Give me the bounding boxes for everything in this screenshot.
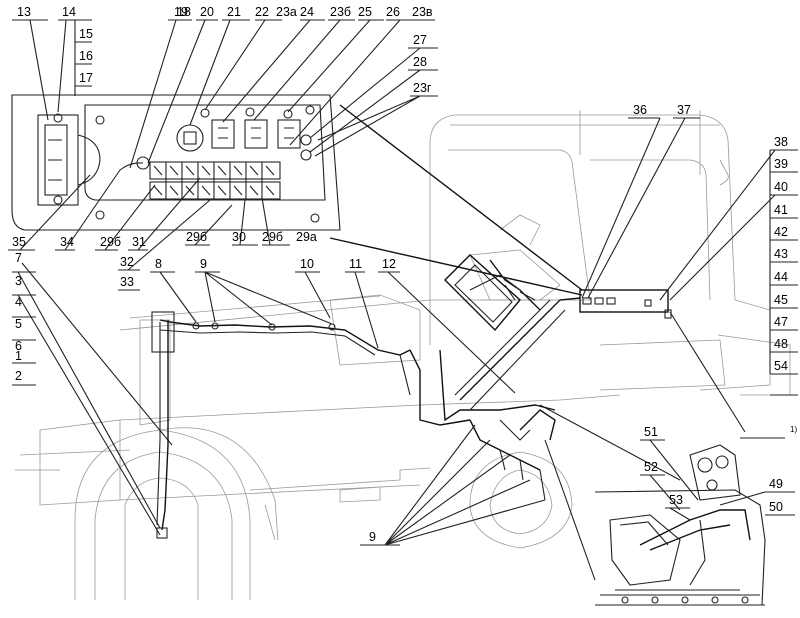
callout-label: 17: [79, 71, 93, 85]
callout-label: 29а: [296, 230, 317, 244]
callout-label: 15: [79, 27, 93, 41]
callout-label: 33: [120, 275, 134, 289]
callout-label: 30: [232, 230, 246, 244]
callout-label: 37: [677, 103, 691, 117]
callout-label: 6: [15, 339, 22, 353]
callout-label: 44: [774, 270, 788, 284]
tractor-outline: [15, 110, 791, 600]
callout-label: 13: [17, 5, 31, 19]
callout-label: 41: [774, 203, 788, 217]
callout-label: 53: [669, 493, 683, 507]
callout-label: 3: [15, 274, 22, 288]
callout-label: 32: [120, 255, 134, 269]
leader-lines: [17, 19, 776, 581]
callout-label: 36: [633, 103, 647, 117]
inset-bottom-labels: 51 52 53 49 50: [644, 425, 783, 514]
callout-label: 34: [60, 235, 74, 249]
callout-label: 24: [300, 5, 314, 19]
callout-label: 40: [774, 180, 788, 194]
callout-label: 4: [15, 295, 22, 309]
callout-label: 47: [774, 315, 788, 329]
callout-label: 10: [300, 257, 314, 271]
callout-label: 29б: [262, 230, 283, 244]
callout-label: 31: [132, 235, 146, 249]
callout-label: 16: [79, 49, 93, 63]
callout-label: 19: [174, 5, 188, 19]
callout-label: 35: [12, 235, 26, 249]
callout-label: 23б: [330, 5, 351, 19]
callout-label: 23г: [413, 81, 432, 95]
callout-label: 26: [386, 5, 400, 19]
callout-label: 8: [155, 257, 162, 271]
callout-label: 52: [644, 460, 658, 474]
callout-label: 23а: [276, 5, 297, 19]
callout-label: 25: [358, 5, 372, 19]
callout-label: 14: [62, 5, 76, 19]
callout-label: 51: [644, 425, 658, 439]
callout-label: 27: [413, 33, 427, 47]
callout-label: 21: [227, 5, 241, 19]
callout-label: 28: [413, 55, 427, 69]
callout-label: 1): [790, 425, 797, 434]
callout-label: 1: [15, 349, 22, 363]
callout-label: 2: [15, 369, 22, 383]
callout-label: 45: [774, 293, 788, 307]
wiring-harness: [151, 254, 672, 539]
callout-label: 9: [369, 530, 376, 544]
callout-label: 18: [177, 5, 191, 19]
callout-label: 9: [200, 257, 207, 271]
callout-label: 42: [774, 225, 788, 239]
callout-label: 22: [255, 5, 269, 19]
callout-label: 5: [15, 317, 22, 331]
callout-label: 11: [349, 257, 362, 271]
inset-fuse-box: [11, 94, 341, 231]
callout-label: 38: [774, 135, 788, 149]
callout-label: 23в: [412, 5, 433, 19]
callout-label: 29б: [100, 235, 121, 249]
callout-label: 50: [769, 500, 783, 514]
label-boxes: [8, 19, 798, 546]
callout-label: 12: [382, 257, 396, 271]
callout-label: 29б: [186, 230, 207, 244]
callout-label: 48: [774, 337, 788, 351]
callout-label: 7: [15, 251, 22, 265]
inset-hydraulics: [594, 444, 766, 606]
callout-label: 43: [774, 247, 788, 261]
callout-label: 49: [769, 477, 783, 491]
callout-label: 20: [200, 5, 214, 19]
callout-label: 39: [774, 157, 788, 171]
callout-label: 54: [774, 359, 788, 373]
